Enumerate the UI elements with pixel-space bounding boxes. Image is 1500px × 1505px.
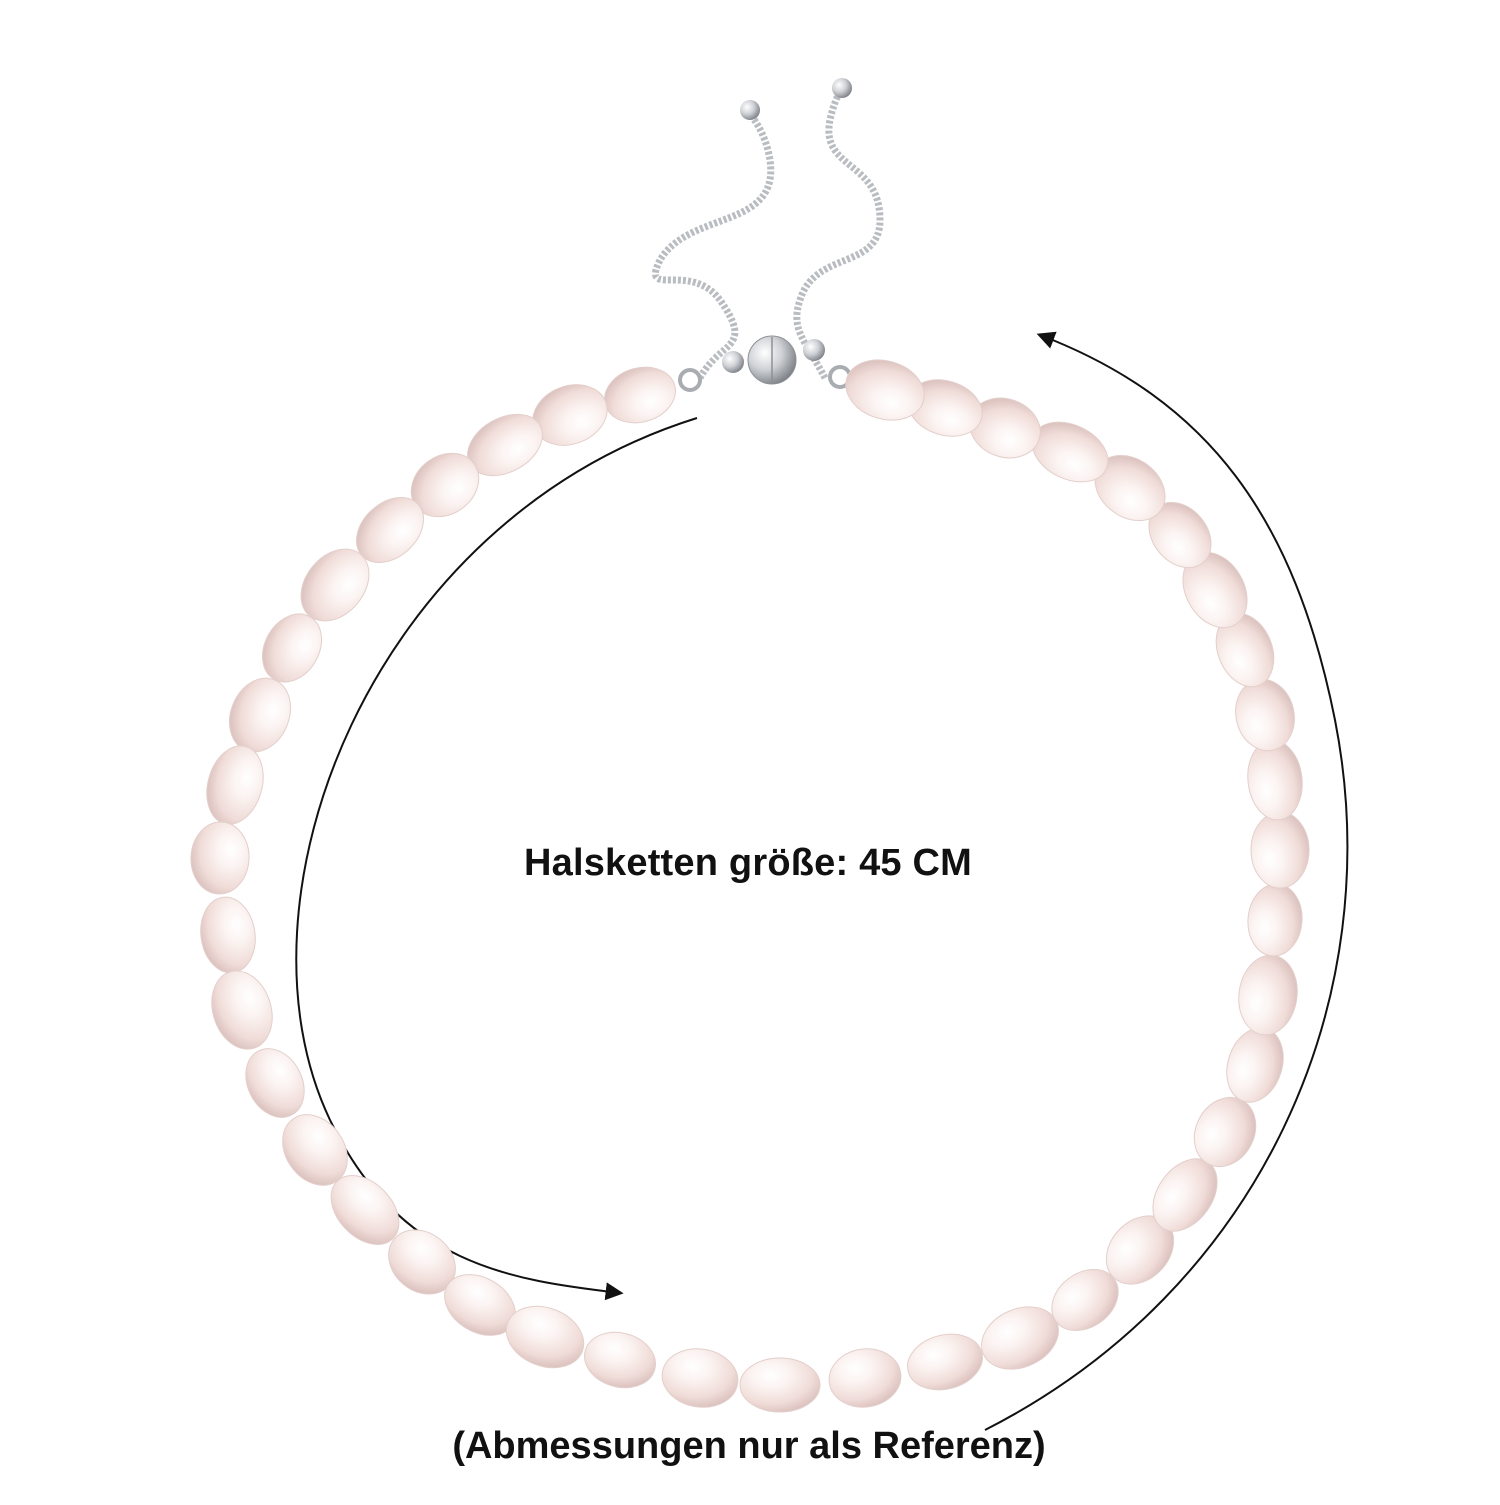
pearl (505, 1305, 585, 1369)
inner-measure-arrow (295, 417, 698, 1301)
necklace-size-label: Halsketten größe: 45 CM (523, 842, 973, 884)
pearl (200, 896, 256, 974)
pearl-strand (190, 359, 1310, 1413)
pearl (1247, 883, 1303, 957)
pearl (300, 548, 370, 622)
jump-ring-left (678, 368, 702, 392)
pearl (1238, 954, 1298, 1036)
pearl (330, 1175, 400, 1245)
pearl (190, 821, 250, 895)
pearl (245, 1048, 305, 1118)
outer-measure-arrow (984, 331, 1349, 1431)
stopper-bead-left (722, 351, 744, 373)
pearl (907, 1333, 983, 1391)
pearl (1226, 1027, 1284, 1103)
pearl (211, 970, 273, 1050)
pearl (584, 1331, 656, 1389)
pearl (1247, 739, 1303, 821)
chain-end-bead-right (832, 78, 852, 98)
pearl (828, 1348, 902, 1408)
pearl (1051, 1269, 1119, 1331)
pearl (845, 359, 925, 421)
pearl (1235, 678, 1295, 752)
pearl (229, 677, 291, 753)
chain-end-bead-left (740, 100, 760, 120)
pearl (206, 745, 264, 825)
sliding-chain (651, 78, 884, 392)
pearl (661, 1348, 739, 1408)
stopper-bead-right (803, 339, 825, 361)
pearl (739, 1357, 821, 1413)
pearl (604, 366, 676, 424)
reference-note: (Abmessungen nur als Referenz) (452, 1425, 1046, 1467)
